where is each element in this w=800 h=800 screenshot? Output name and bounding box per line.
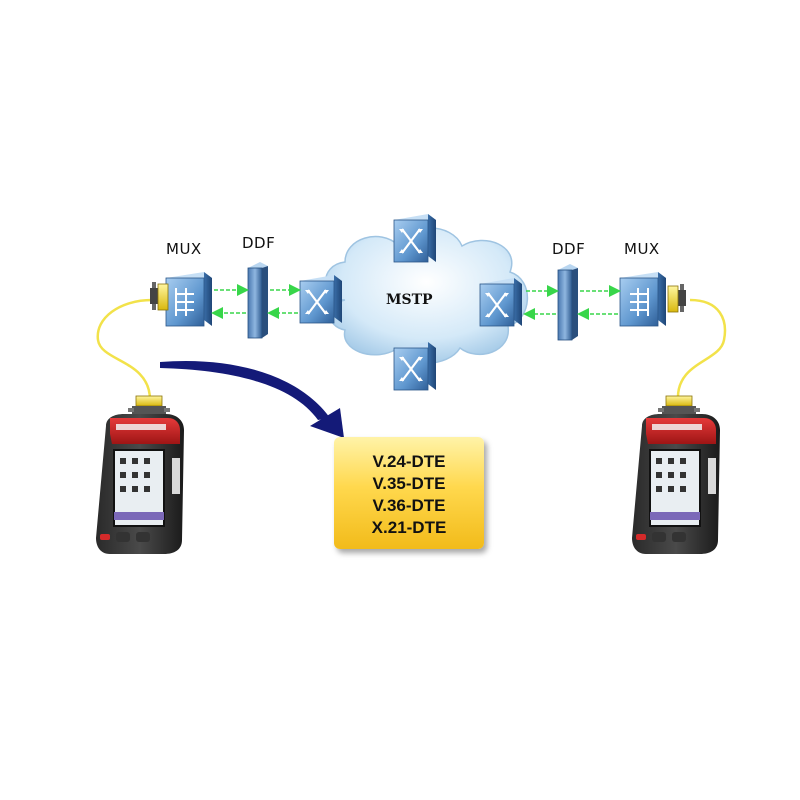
protocol-item: V.35-DTE xyxy=(372,474,446,493)
handheld-tester-left xyxy=(96,414,184,554)
cables xyxy=(96,298,727,401)
mux-device-right xyxy=(619,272,666,327)
protocol-item: X.21-DTE xyxy=(371,518,447,537)
connector-icon xyxy=(667,284,686,313)
ddf-panel-right xyxy=(557,264,578,341)
protocol-list: V.24-DTE V.35-DTE V.36-DTE X.21-DTE xyxy=(334,437,484,539)
switch-icon xyxy=(299,275,342,324)
mux-label-left: MUX xyxy=(166,240,202,258)
switch-icon xyxy=(393,342,436,391)
ddf-label-left: DDF xyxy=(242,234,276,252)
ddf-panel-left xyxy=(247,262,268,339)
connector-icon xyxy=(658,395,700,414)
mstp-cloud xyxy=(324,227,529,364)
handheld-tester-right xyxy=(632,414,720,554)
link-arrows xyxy=(211,284,621,320)
switch-icon xyxy=(393,214,436,263)
callout-arrow xyxy=(160,360,344,438)
protocol-item: V.36-DTE xyxy=(372,496,446,515)
mux-label-right: MUX xyxy=(624,240,660,258)
network-label: MSTP xyxy=(386,292,433,308)
protocol-box: V.24-DTE V.35-DTE V.36-DTE X.21-DTE xyxy=(334,437,484,549)
connector-icon xyxy=(150,282,169,311)
ddf-label-right: DDF xyxy=(552,240,586,258)
protocol-item: V.24-DTE xyxy=(372,452,446,471)
switch-icon xyxy=(479,278,522,327)
mux-device-left xyxy=(165,272,212,327)
connector-icon xyxy=(128,395,170,414)
